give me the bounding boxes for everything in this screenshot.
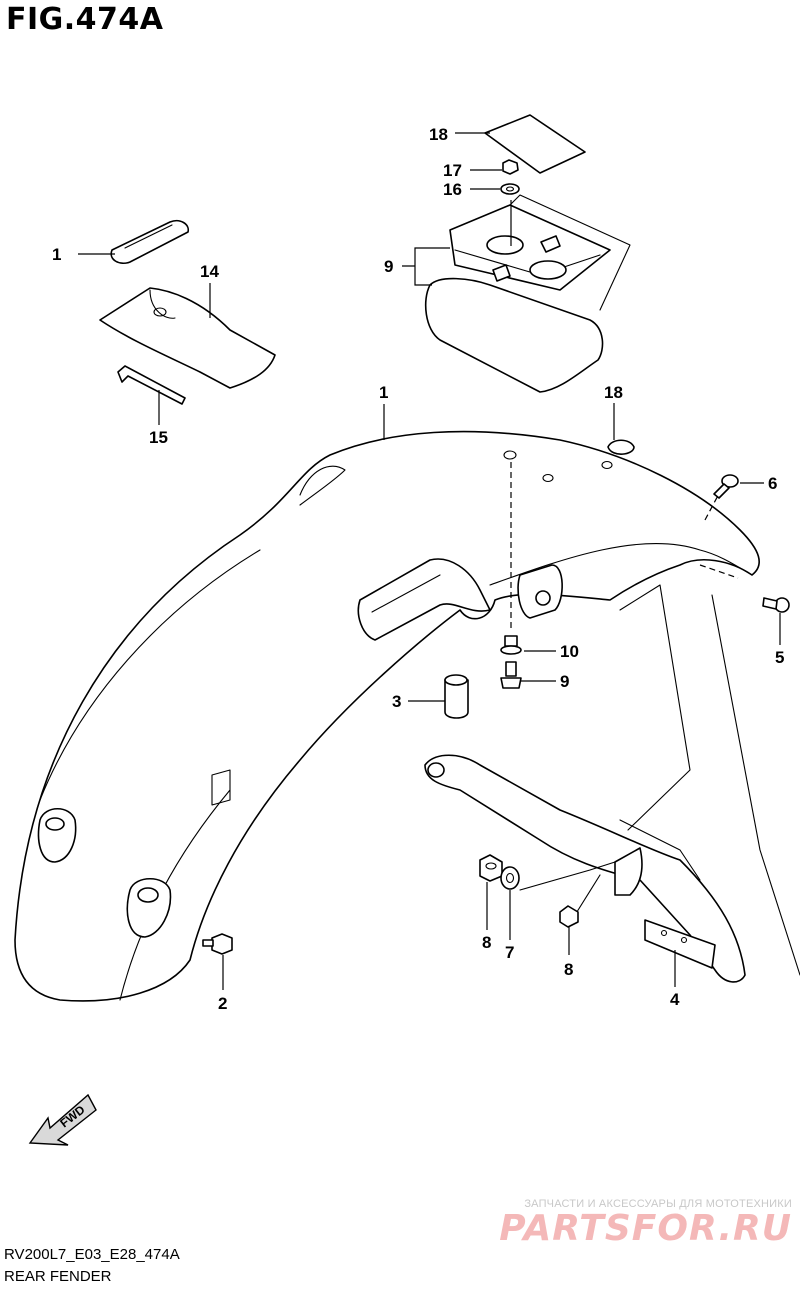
callout-5: 5 — [775, 648, 784, 667]
screw-upper-part[interactable] — [713, 474, 739, 499]
callout-8-left: 8 — [482, 933, 491, 952]
callout-4: 4 — [670, 990, 680, 1009]
callout-3: 3 — [392, 692, 401, 711]
figure-code: RV200L7_E03_E28_474A — [4, 1246, 180, 1263]
tool-tray-part[interactable] — [424, 194, 631, 393]
wrench-part[interactable] — [117, 365, 186, 405]
callout-12: 16 — [443, 180, 462, 199]
callout-17: 1 — [52, 245, 61, 264]
fender-bracket-part[interactable] — [424, 754, 746, 983]
callout-10: 9 — [560, 672, 569, 691]
callout-16: 15 — [149, 428, 168, 447]
leader-lines — [78, 132, 781, 990]
figure-name: REAR FENDER — [4, 1268, 112, 1285]
watermark-tagline: ЗАПЧАСТИ И АКСЕССУАРЫ ДЛЯ МОТОТЕХНИКИ — [524, 1198, 792, 1210]
collar-part[interactable] — [500, 635, 522, 655]
label-part[interactable] — [484, 114, 586, 174]
fwd-arrow-icon: FWD — [28, 1093, 97, 1146]
callout-14: 18 — [429, 125, 448, 144]
callout-2: 2 — [218, 994, 227, 1013]
washer-lower-part[interactable] — [500, 866, 520, 890]
callout-13: 17 — [443, 161, 462, 180]
callout-6: 6 — [768, 474, 777, 493]
callout-15: 14 — [200, 262, 219, 281]
callout-11: 10 — [560, 642, 579, 661]
grommet-part[interactable] — [607, 439, 635, 455]
strap-part[interactable] — [110, 219, 190, 265]
tool-bag-part[interactable] — [99, 287, 276, 389]
callout-9: 9 — [384, 257, 393, 276]
slot-right — [126, 877, 172, 938]
bolt-fender-part[interactable] — [202, 933, 233, 955]
cushion-part[interactable] — [444, 674, 469, 719]
screw-lower-part[interactable] — [762, 597, 790, 613]
figure-title: FIG.474A — [6, 2, 164, 37]
callout-1: 1 — [379, 383, 388, 402]
watermark-brand: PARTSFOR.RU — [499, 1208, 792, 1249]
nut-right-part[interactable] — [559, 905, 579, 928]
watermark: ЗАПЧАСТИ И АКСЕССУАРЫ ДЛЯ МОТОТЕХНИКИ PA… — [499, 1198, 792, 1249]
nut-part[interactable] — [502, 159, 519, 175]
bolt-part[interactable] — [500, 661, 522, 689]
nut-left-part[interactable] — [479, 854, 503, 882]
washer-part[interactable] — [500, 183, 520, 195]
callout-18: 18 — [604, 383, 623, 402]
callout-8-right: 8 — [564, 960, 573, 979]
callout-7: 7 — [505, 943, 514, 962]
rear-fender-part[interactable] — [14, 430, 760, 1002]
slot-left — [37, 807, 77, 863]
